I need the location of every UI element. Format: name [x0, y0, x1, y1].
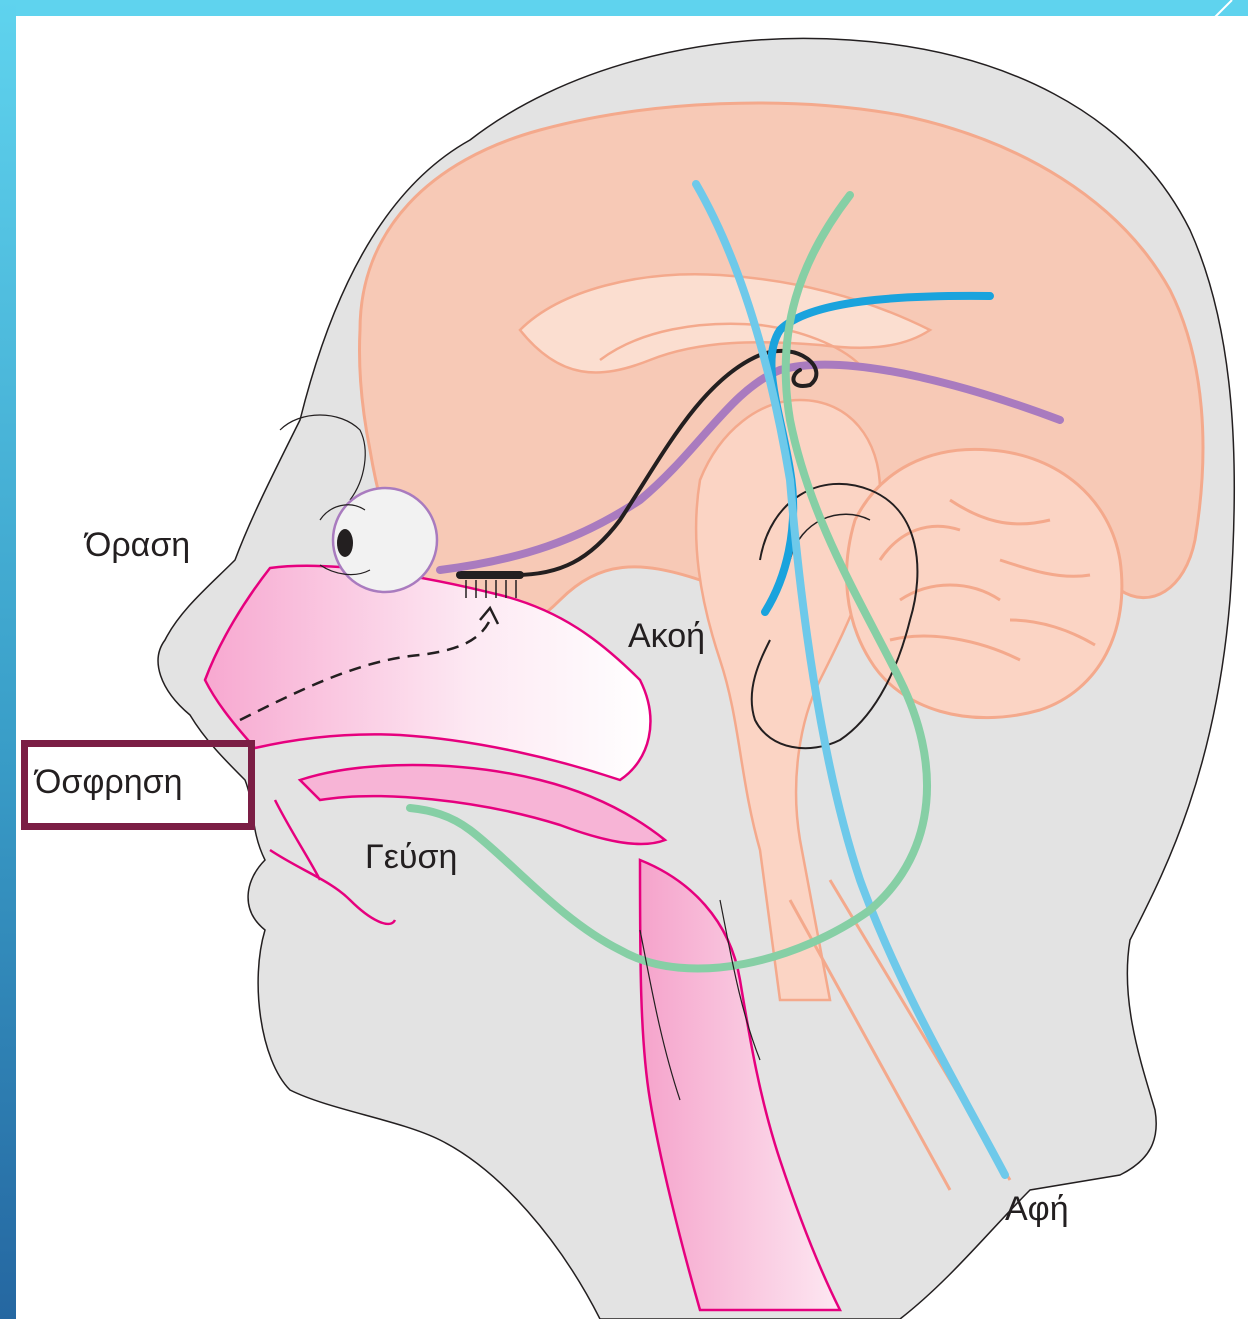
- label-vision: Όραση: [85, 528, 190, 562]
- label-taste: Γεύση: [365, 840, 457, 874]
- slide-side-bar: [0, 0, 16, 1319]
- label-smell: Όσφρηση: [35, 765, 183, 799]
- slide-top-bar: [0, 0, 1248, 16]
- pupil: [337, 529, 353, 557]
- sensory-pathways-diagram: [16, 16, 1248, 1319]
- cerebellum: [847, 449, 1122, 717]
- label-hearing: Ακοή: [628, 619, 705, 653]
- label-touch: Αφή: [1005, 1192, 1069, 1226]
